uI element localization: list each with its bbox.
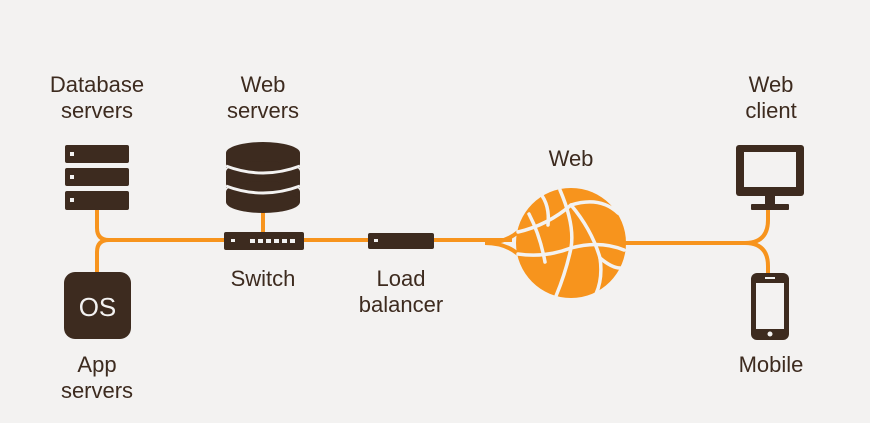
app-servers-label-line2: servers <box>60 378 134 403</box>
load-balancer-label-line2: balancer <box>358 292 444 317</box>
line-web-to-client <box>625 206 770 245</box>
connector-lines <box>95 206 770 278</box>
web-client-label-line1: Web <box>748 72 794 97</box>
mobile-label: Mobile <box>738 352 804 377</box>
app-servers-label-line1: App <box>77 352 117 377</box>
switch-label: Switch <box>230 266 296 291</box>
load-balancer-icon <box>368 233 434 249</box>
globe-icon <box>484 188 626 298</box>
database-servers-label-line2: servers <box>60 98 134 123</box>
network-switch-icon <box>224 232 304 250</box>
database-servers-label: Database servers <box>50 72 144 124</box>
database-servers-label-line1: Database <box>49 72 145 97</box>
web-client-label-line2: client <box>745 98 797 123</box>
monitor-icon <box>736 145 804 210</box>
smartphone-icon <box>751 273 789 340</box>
load-balancer-label-line1: Load <box>376 266 426 291</box>
line-app-to-backbone <box>95 238 110 278</box>
web-servers-label: Web servers <box>227 72 299 124</box>
line-web-to-mobile <box>744 241 770 273</box>
server-rack-icon <box>65 145 129 210</box>
line-database-to-backbone <box>95 210 512 242</box>
app-servers-label: App servers <box>61 352 133 404</box>
web-servers-label-line2: servers <box>226 98 300 123</box>
load-balancer-label: Load balancer <box>359 266 443 318</box>
web-client-label: Web client <box>745 72 796 124</box>
database-cylinder-icon <box>225 142 301 213</box>
web-servers-label-line1: Web <box>240 72 286 97</box>
os-badge-text: OS <box>79 292 117 322</box>
web-label: Web <box>548 146 594 171</box>
os-icon: OS <box>64 272 131 339</box>
